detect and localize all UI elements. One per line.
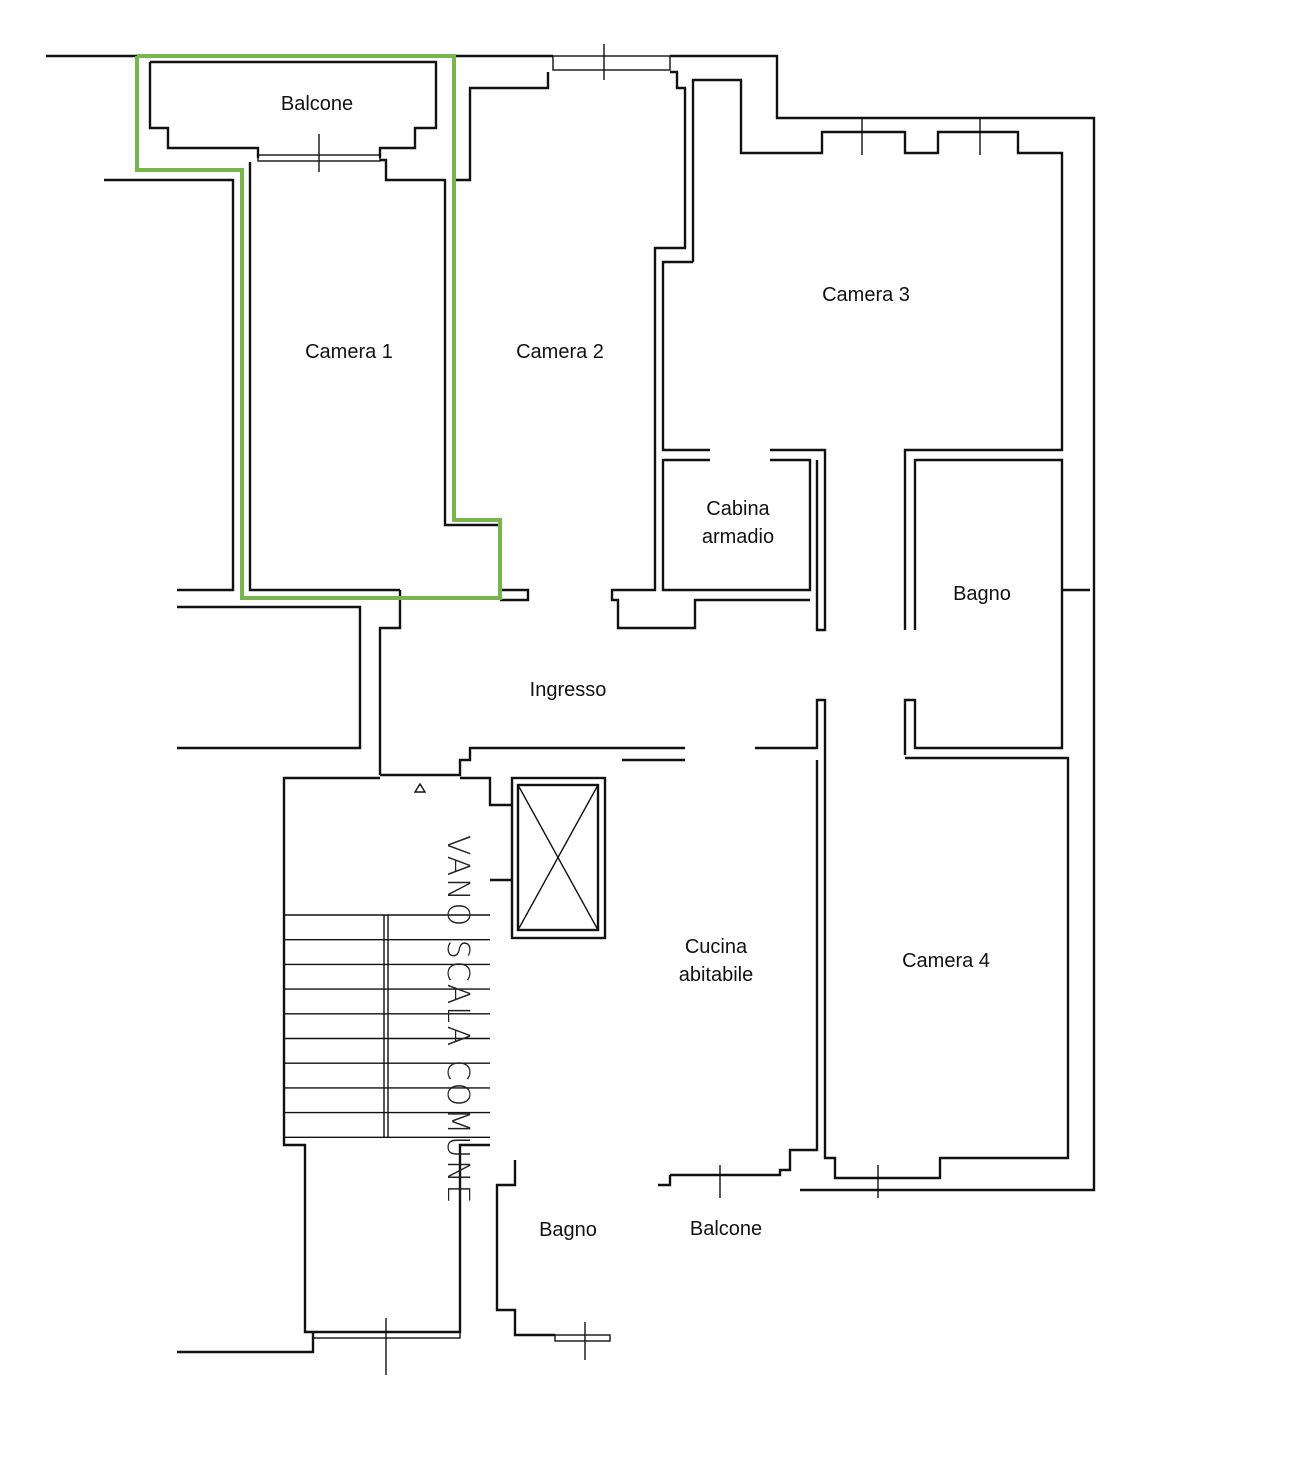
room-label-bagno-2: Bagno <box>539 1219 597 1241</box>
room-label-cucina: Cucina abitabile <box>678 936 754 986</box>
room-label-bagno: Bagno <box>953 583 1011 605</box>
room-label-camera-2: Camera 2 <box>516 341 604 363</box>
room-label-camera-1: Camera 1 <box>305 341 393 363</box>
walls <box>46 44 1096 1375</box>
room-label-camera-4: Camera 4 <box>902 950 990 972</box>
room-label-ingresso: Ingresso <box>529 679 607 701</box>
stairwell-label: VANO SCALA COMUNE <box>440 835 475 1206</box>
room-label-balcone: Balcone <box>280 93 354 115</box>
room-label-camera-3: Camera 3 <box>822 284 910 306</box>
room-label-balcone-2: Balcone <box>689 1218 763 1240</box>
room-label-cabina-armadio: Cabina armadio <box>701 498 775 548</box>
highlighted-unit-outline <box>135 54 502 600</box>
